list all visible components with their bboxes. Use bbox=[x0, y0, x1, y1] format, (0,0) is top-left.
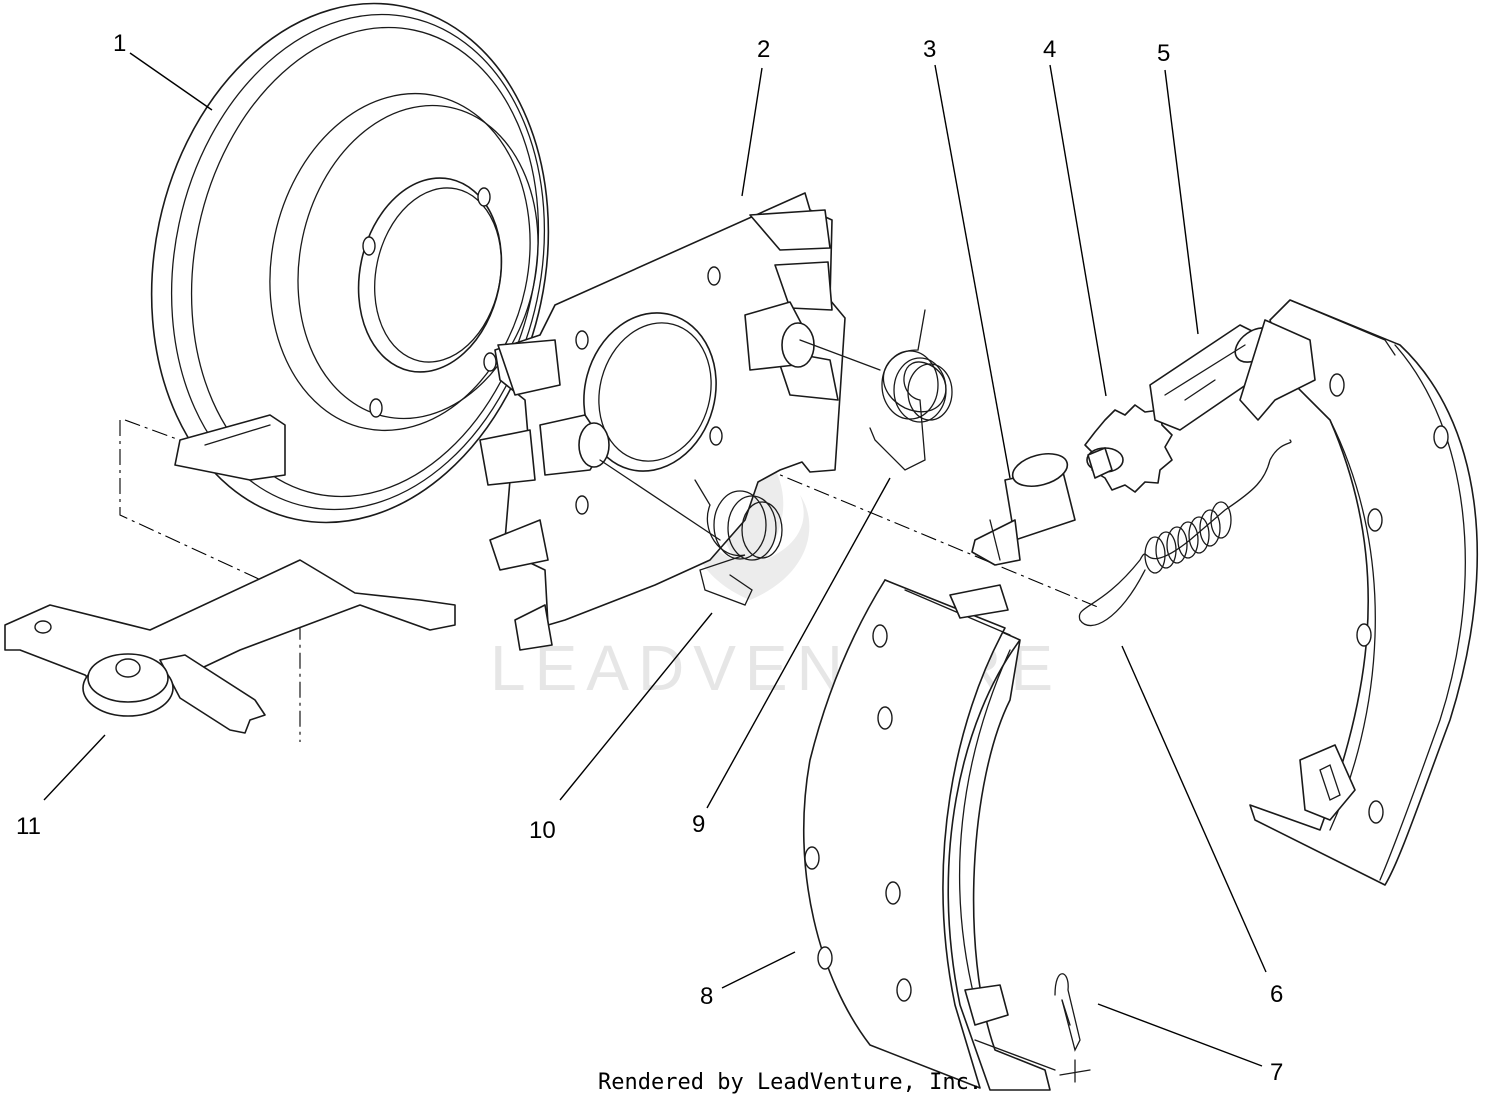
callout-4: 4 bbox=[1043, 36, 1056, 63]
callout-9: 9 bbox=[692, 811, 705, 838]
brake-drum bbox=[150, 2, 550, 524]
callout-8: 8 bbox=[700, 983, 713, 1010]
callout-11: 11 bbox=[16, 813, 41, 840]
callout-3: 3 bbox=[923, 36, 936, 63]
callout-7: 7 bbox=[1270, 1059, 1283, 1086]
backing-plate bbox=[479, 192, 846, 651]
watermark-logo-icon bbox=[690, 420, 810, 600]
rendered-by-credit: Rendered by LeadVenture, Inc. bbox=[598, 1070, 982, 1095]
hold-spring-upper bbox=[799, 309, 953, 471]
brake-shoe-left bbox=[802, 579, 1056, 1091]
adjuster-spring bbox=[1078, 439, 1292, 627]
callout-2: 2 bbox=[757, 36, 770, 63]
callout-10: 10 bbox=[529, 817, 556, 844]
hold-spring-lower bbox=[599, 459, 783, 606]
star-wheel bbox=[1084, 404, 1173, 493]
cotter-pin bbox=[1054, 973, 1091, 1083]
brake-shoe-right bbox=[1239, 299, 1479, 886]
adjuster-socket bbox=[971, 452, 1076, 566]
callout-6: 6 bbox=[1270, 981, 1283, 1008]
parking-brake-lever bbox=[4, 559, 456, 734]
leader-lines bbox=[43, 52, 1267, 1067]
callout-1: 1 bbox=[113, 30, 126, 57]
callouts: 1 2 3 4 5 6 7 8 9 10 11 bbox=[16, 30, 1283, 1086]
callout-5: 5 bbox=[1157, 40, 1170, 67]
